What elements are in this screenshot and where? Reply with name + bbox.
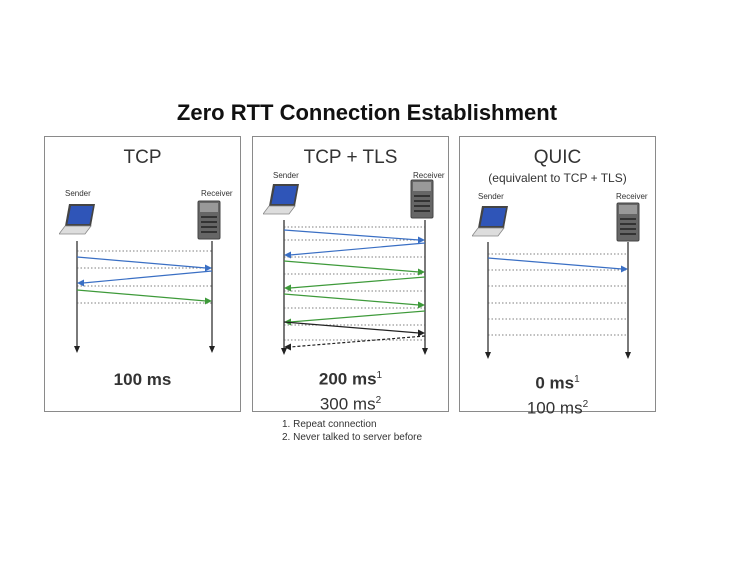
tcp-timing: 100 ms bbox=[45, 369, 240, 390]
laptop-icon bbox=[263, 184, 299, 215]
quic-panel-subtitle: (equivalent to TCP + TLS) bbox=[488, 171, 627, 185]
quic-footnote-ref-2: 2 bbox=[582, 398, 589, 410]
arrowhead bbox=[418, 301, 425, 309]
tls-timing: 200 ms1 300 ms2 bbox=[253, 365, 448, 414]
quic-receiver-label: Receiver bbox=[616, 192, 648, 201]
message-arrow bbox=[289, 242, 426, 256]
tcp-receiver-label: Receiver bbox=[201, 189, 233, 198]
timeline-arrow bbox=[625, 352, 631, 359]
laptop-icon bbox=[472, 206, 508, 237]
timeline-arrow bbox=[281, 348, 287, 355]
tcp-sequence-diagram bbox=[74, 241, 215, 353]
message-arrow bbox=[76, 256, 207, 269]
arrowhead bbox=[418, 236, 425, 244]
footnote-1: 1. Repeat connection bbox=[282, 419, 377, 430]
tcp-timing-value: 100 ms bbox=[113, 370, 172, 389]
timeline-arrow bbox=[422, 348, 428, 355]
arrowhead bbox=[284, 343, 291, 351]
diagram-title: Zero RTT Connection Establishment bbox=[176, 100, 558, 125]
tcp-panel: TCP Sender Receiver 100 ms bbox=[44, 136, 241, 412]
arrowhead bbox=[418, 329, 425, 337]
footnotes: 1. Repeat connection 2. Never talked to … bbox=[282, 418, 422, 444]
quic-timing-first: 100 ms bbox=[526, 398, 583, 418]
quic-sender-label: Sender bbox=[478, 192, 504, 201]
tls-timing-repeat: 200 ms bbox=[318, 369, 377, 389]
message-arrow bbox=[289, 310, 426, 323]
server-icon bbox=[197, 200, 221, 240]
message-arrow bbox=[283, 293, 420, 306]
quic-sequence-diagram bbox=[485, 242, 631, 359]
arrowhead bbox=[418, 268, 425, 276]
timeline-arrow bbox=[74, 346, 80, 353]
tls-footnote-ref-2: 2 bbox=[375, 394, 382, 406]
tls-footnote-ref-1: 1 bbox=[376, 370, 383, 381]
arrowhead bbox=[621, 265, 628, 273]
tls-sender-label: Sender bbox=[273, 171, 299, 180]
message-arrow bbox=[283, 260, 420, 273]
arrowhead bbox=[284, 284, 291, 292]
server-icon bbox=[410, 179, 434, 219]
arrowhead bbox=[205, 297, 212, 305]
timeline-arrow bbox=[485, 352, 491, 359]
quic-footnote-ref-1: 1 bbox=[574, 374, 580, 385]
message-arrow bbox=[289, 276, 426, 289]
message-arrow bbox=[283, 229, 420, 241]
tls-receiver-label: Receiver bbox=[413, 171, 445, 180]
message-arrow bbox=[76, 289, 207, 302]
server-icon bbox=[616, 202, 640, 242]
arrowhead bbox=[77, 279, 84, 287]
tls-timing-first: 300 ms bbox=[319, 394, 376, 414]
tcp-tls-panel-title: TCP + TLS bbox=[303, 147, 398, 168]
message-arrow bbox=[283, 321, 420, 334]
quic-timing-repeat: 0 ms bbox=[535, 373, 575, 393]
quic-timing: 0 ms1 100 ms2 bbox=[460, 369, 655, 418]
timeline-arrow bbox=[209, 346, 215, 353]
laptop-icon bbox=[59, 204, 95, 235]
message-arrow bbox=[487, 257, 623, 270]
tls-sequence-diagram bbox=[281, 220, 428, 355]
arrowhead bbox=[205, 264, 212, 272]
arrowhead bbox=[284, 251, 291, 259]
tcp-panel-title: TCP bbox=[123, 147, 162, 168]
tcp-sender-label: Sender bbox=[65, 189, 91, 198]
quic-panel: QUIC (equivalent to TCP + TLS) Sender Re… bbox=[459, 136, 656, 417]
message-arrow bbox=[289, 335, 426, 348]
footnote-2: 2. Never talked to server before bbox=[282, 432, 423, 443]
quic-panel-title: QUIC bbox=[533, 147, 582, 168]
tcp-tls-panel: TCP + TLS Sender Receiver 200 ms1 300 ms… bbox=[252, 136, 449, 414]
message-arrow bbox=[82, 270, 213, 284]
